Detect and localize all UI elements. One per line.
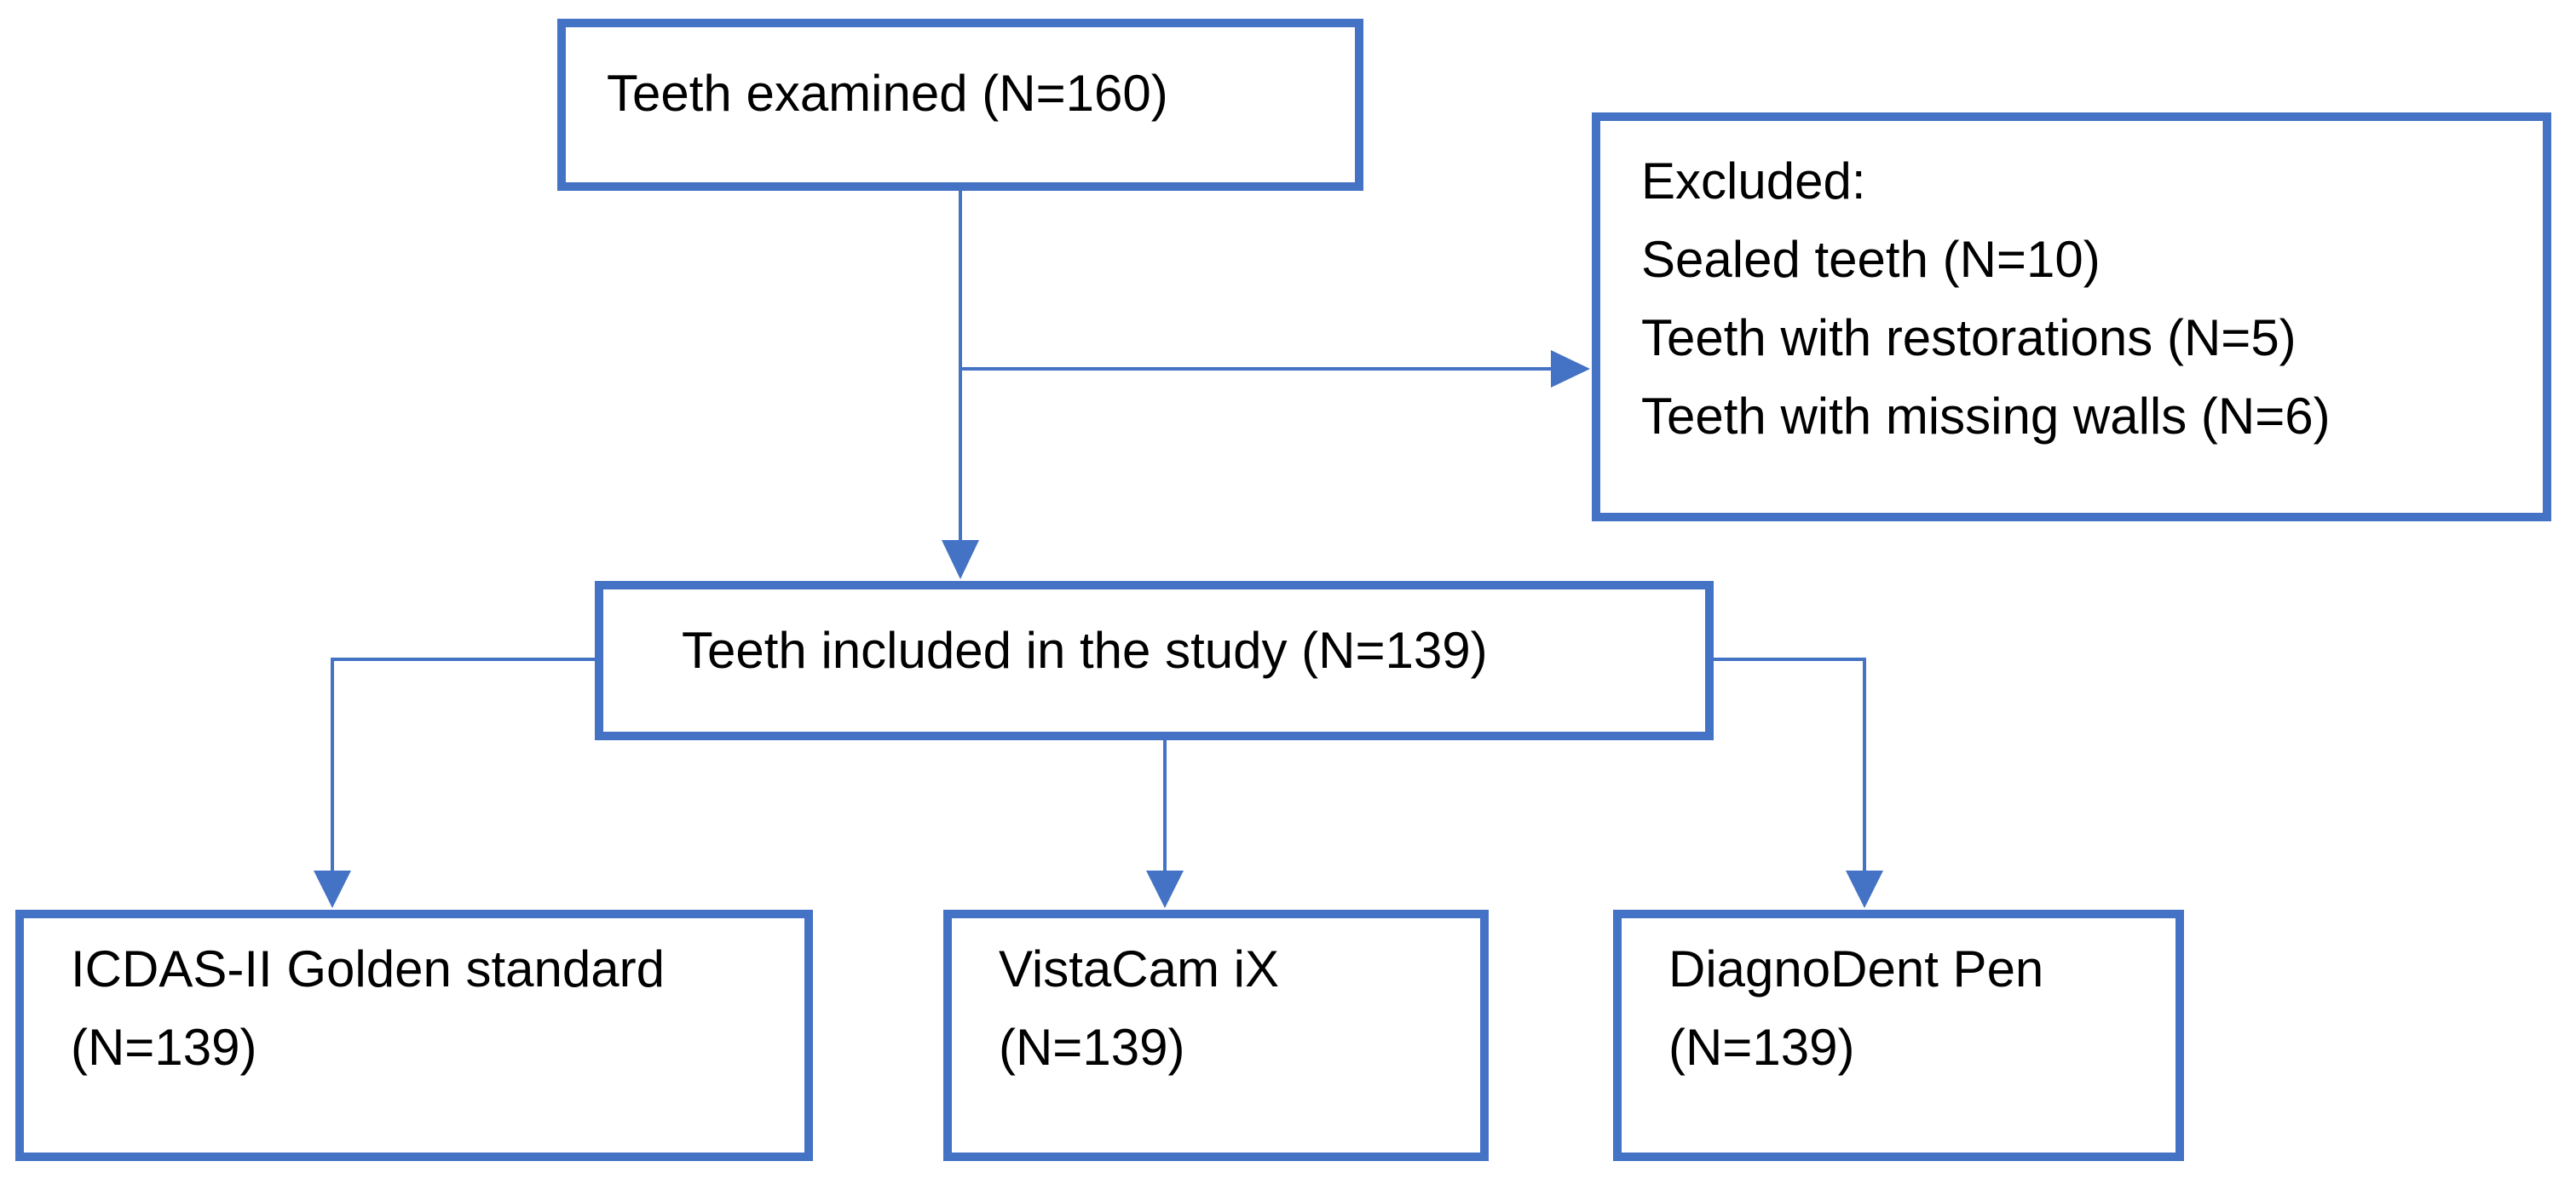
node-diagnodent-pen: DiagnoDent Pen (N=139) [1613, 910, 2184, 1161]
arrowhead-down-icdas-icon [314, 871, 351, 908]
edge-included-to-diagnodent [1714, 658, 1866, 872]
node-vistacam-label: VistaCam iX [999, 940, 1280, 997]
node-vistacam-ix: VistaCam iX (N=139) [943, 910, 1489, 1161]
arrowhead-down-diagnodent-icon [1846, 871, 1883, 908]
node-vistacam-count: (N=139) [999, 1019, 1185, 1076]
node-diagnodent-count: (N=139) [1668, 1019, 1855, 1076]
arrowhead-down-included-icon [942, 540, 979, 579]
arrowhead-down-vistacam-icon [1146, 871, 1184, 908]
node-diagnodent-label: DiagnoDent Pen [1668, 940, 2044, 997]
node-teeth-included: Teeth included in the study (N=139) [595, 581, 1714, 740]
node-excluded-title: Excluded: [1641, 152, 1866, 210]
edge-included-to-icdas [331, 658, 595, 872]
arrowhead-right-excluded-icon [1551, 350, 1590, 388]
node-excluded-item-missing-walls: Teeth with missing walls (N=6) [1641, 388, 2331, 445]
node-teeth-examined-label: Teeth examined (N=160) [607, 65, 1168, 122]
node-excluded-item-restorations: Teeth with restorations (N=5) [1641, 309, 2297, 366]
node-icdas-count: (N=139) [71, 1019, 257, 1076]
node-teeth-examined: Teeth examined (N=160) [557, 19, 1363, 191]
node-teeth-included-label: Teeth included in the study (N=139) [682, 622, 1488, 679]
node-excluded-item-sealed: Sealed teeth (N=10) [1641, 231, 2101, 288]
node-excluded: Excluded: Sealed teeth (N=10) Teeth with… [1592, 112, 2551, 521]
node-icdas-golden-standard: ICDAS-II Golden standard (N=139) [15, 910, 813, 1161]
node-icdas-label: ICDAS-II Golden standard [71, 940, 666, 997]
